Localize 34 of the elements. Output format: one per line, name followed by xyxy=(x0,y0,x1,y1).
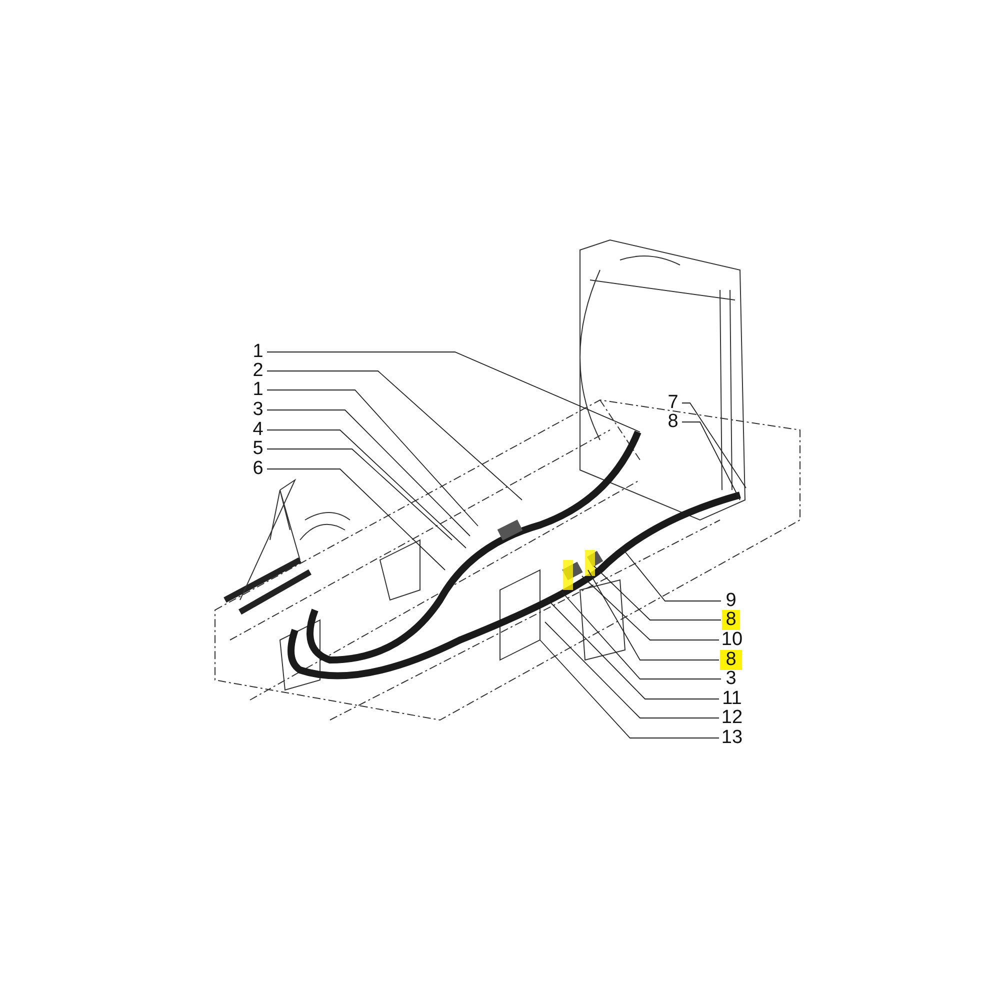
leader-line xyxy=(266,448,452,540)
callout-number: 1 xyxy=(250,380,266,400)
leader-line xyxy=(266,410,470,536)
callout-number: 3 xyxy=(250,400,266,420)
leader-line xyxy=(266,370,522,500)
callout-number: 8 xyxy=(722,610,740,630)
callout-number: 6 xyxy=(250,459,266,479)
leader-line xyxy=(266,390,478,526)
callout-number: 8 xyxy=(665,412,681,432)
leader-line xyxy=(682,402,746,488)
leader-line xyxy=(682,422,740,500)
callout-number: 11 xyxy=(720,689,744,709)
callout-number: 8 xyxy=(720,650,742,670)
leader-line xyxy=(562,592,722,680)
callout-number: 4 xyxy=(250,420,266,440)
callout-number: 9 xyxy=(722,591,740,611)
leader-line xyxy=(594,566,722,620)
callout-number: 2 xyxy=(250,361,266,381)
callout-number: 12 xyxy=(720,708,744,728)
leader-line xyxy=(548,600,720,700)
leader-line xyxy=(266,352,640,432)
leader-line xyxy=(540,640,720,738)
callout-number: 10 xyxy=(720,630,744,650)
leader-line xyxy=(622,548,722,602)
callout-number: 7 xyxy=(665,393,681,413)
callout-number: 3 xyxy=(722,669,740,689)
leader-line xyxy=(544,622,720,718)
leader-line xyxy=(266,468,446,570)
leader-line xyxy=(588,570,720,660)
callout-number: 13 xyxy=(720,728,744,748)
leader-line xyxy=(582,576,720,640)
leader-line xyxy=(266,430,466,548)
callout-number: 1 xyxy=(250,342,266,362)
callout-number: 5 xyxy=(250,439,266,459)
